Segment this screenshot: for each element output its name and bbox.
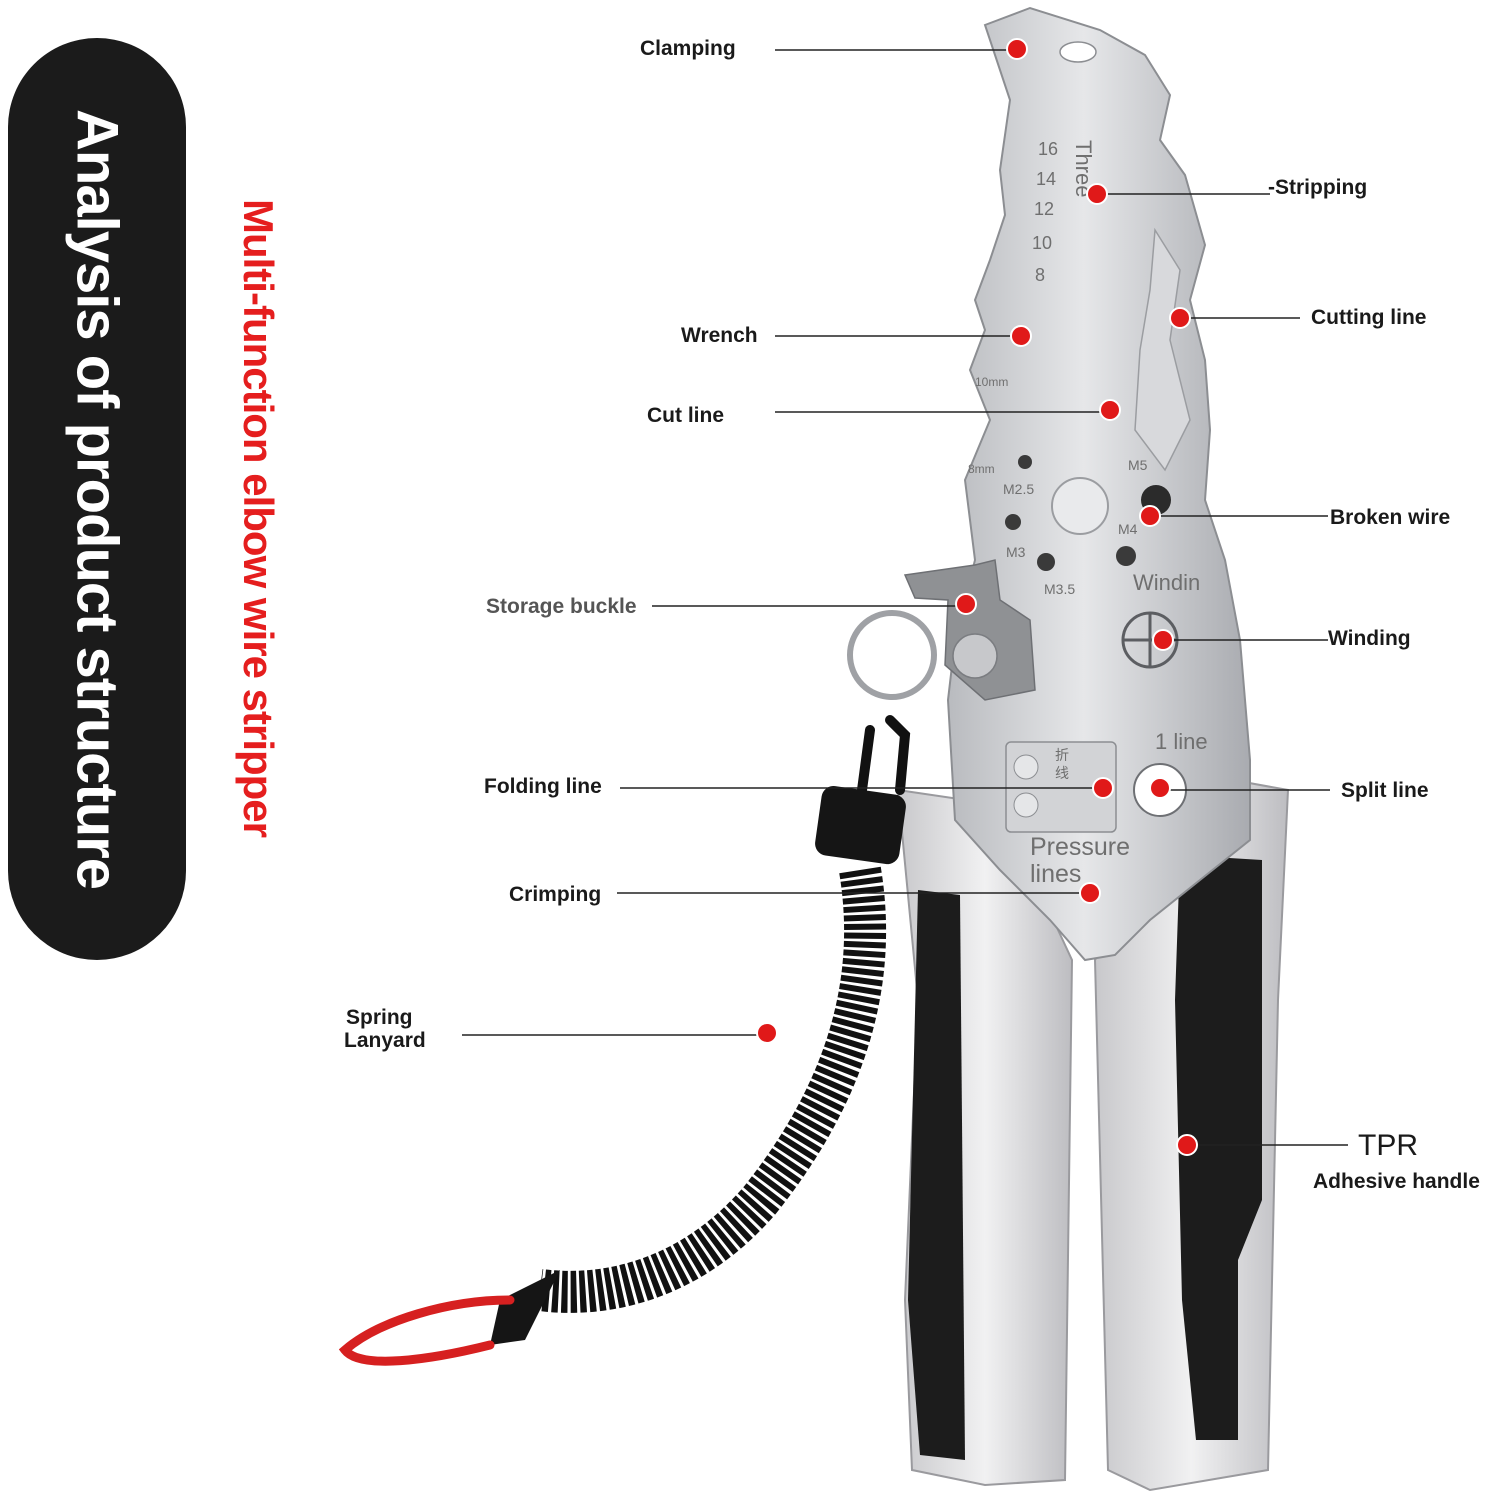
pivot-bolt [1051, 477, 1109, 535]
callout-clamping: Clamping [640, 37, 736, 60]
gauge-12: 12 [1034, 199, 1054, 219]
marking-1-line: 1 line [1155, 729, 1208, 754]
gauge-16: 16 [1038, 139, 1058, 159]
gauge-10: 10 [1032, 233, 1052, 253]
marking-m2-5: M2.5 [1003, 481, 1034, 497]
folding-buttons [1005, 741, 1117, 833]
marking-windin: Windin [1133, 570, 1200, 595]
marking-m3: M3 [1006, 544, 1026, 560]
callout-crimping: Crimping [509, 883, 601, 906]
clamping-hole [1059, 41, 1097, 63]
marking-pressure: Pressure [1030, 833, 1130, 861]
marking-fold-cn-2: 线 [1055, 765, 1069, 781]
steel-head [946, 6, 1251, 962]
callout-split-line: Split line [1341, 779, 1429, 802]
cutting-blade-edge [1134, 227, 1191, 472]
callout-folding-line: Folding line [484, 775, 602, 798]
callout-lanyard: Lanyard [344, 1029, 426, 1052]
marking-lines: lines [1030, 860, 1081, 888]
marking-m4: M4 [1118, 521, 1138, 537]
left-handle [896, 788, 1074, 1487]
marking-fold-cn-1: 折 [1055, 747, 1069, 763]
callout-tpr: TPR [1358, 1129, 1418, 1162]
leader-lines [462, 49, 1348, 1146]
callout-stripping: -Stripping [1268, 176, 1367, 199]
right-handle [1093, 773, 1290, 1492]
callout-cutting-line: Cutting line [1311, 306, 1426, 329]
title-pill [8, 38, 186, 960]
callout-spring: Spring [346, 1006, 413, 1029]
callout-winding: Winding [1328, 627, 1411, 650]
marking-10mm: 10mm [975, 375, 1008, 389]
callout-storage-buckle: Storage buckle [486, 595, 637, 618]
key-ring [847, 610, 937, 700]
gauge-8: 8 [1035, 265, 1045, 285]
callout-cut-line: Cut line [647, 404, 724, 427]
callout-wrench: Wrench [681, 324, 758, 347]
callout-dots [756, 38, 1198, 1156]
marking-m5: M5 [1128, 457, 1148, 473]
marking-8mm: 8mm [968, 462, 995, 476]
callout-adhesive-handle: Adhesive handle [1313, 1170, 1480, 1193]
gauge-14: 14 [1036, 169, 1056, 189]
callout-broken-wire: Broken wire [1330, 506, 1450, 529]
spring-lanyard [338, 715, 911, 1366]
storage-buckle [903, 559, 1036, 701]
marking-m3-5: M3.5 [1044, 581, 1075, 597]
